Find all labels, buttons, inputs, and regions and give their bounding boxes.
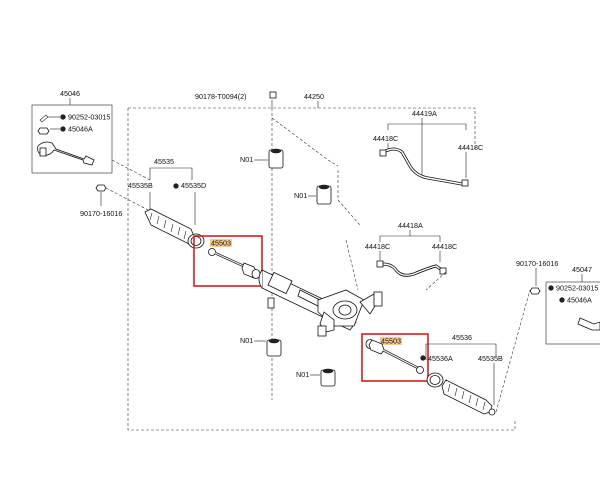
highlight-45503-bottom[interactable]: 45503	[361, 333, 429, 382]
label-45503-top[interactable]: 45503	[211, 239, 231, 248]
boot-left	[144, 208, 196, 246]
tie-rod-end-left-group: 45046 90252-03015 45046A 90170-16016	[31, 89, 151, 218]
highlight-box-bottom[interactable]	[361, 333, 429, 382]
pressure-tube-group: 44419A 44418C 44418C	[373, 109, 483, 187]
label-44418C-d: 44418C	[432, 242, 457, 251]
rack-housing	[258, 269, 383, 337]
label-44418C-a: 44418C	[373, 134, 398, 143]
label-90252-right: 90252-03015	[556, 284, 598, 293]
label-90178: 90178-T0094(2)	[195, 92, 247, 101]
label-45046A-left: 45046A	[68, 125, 93, 134]
bushing-n01-c: N01	[240, 336, 282, 357]
bushing-n01-a: N01	[240, 148, 284, 169]
tie-rod-end-right	[577, 317, 600, 331]
lock-nut-left-icon	[95, 184, 107, 192]
label-90252-left: 90252-03015	[68, 113, 110, 122]
label-n01-a: N01	[240, 155, 253, 164]
label-45535B-right: 45535B	[478, 354, 503, 363]
label-44418C-b: 44418C	[458, 143, 483, 152]
label-44419A: 44419A	[412, 109, 437, 118]
inner-tie-rod-left	[208, 248, 261, 279]
bushing-n01-d: N01	[296, 368, 336, 387]
label-n01-c: N01	[240, 336, 253, 345]
label-44418A: 44418A	[398, 221, 423, 230]
label-90170-right: 90170-16016	[516, 259, 558, 268]
label-45536A: 45536A	[428, 354, 453, 363]
label-45046A-right: 45046A	[567, 296, 592, 305]
label-45535: 45535	[154, 157, 174, 166]
lock-nut-right-icon	[529, 287, 541, 295]
label-45046-left: 45046	[60, 89, 80, 98]
label-45503-bottom[interactable]: 45503	[381, 337, 401, 346]
highlight-box-top[interactable]	[193, 235, 263, 287]
label-n01-d: N01	[296, 370, 309, 379]
label-45536: 45536	[452, 333, 472, 342]
label-45535D: 45535D	[181, 181, 206, 190]
tube-44419A	[383, 147, 463, 186]
label-45047: 45047	[572, 265, 592, 274]
label-44250: 44250	[304, 92, 324, 101]
tie-rod-end-right-group: 90170-16016 45047 90252-03015 45046A	[516, 259, 600, 345]
highlight-45503-top[interactable]: 45503	[193, 235, 263, 287]
label-90170-left: 90170-16016	[80, 209, 122, 218]
label-n01-b: N01	[294, 191, 307, 200]
return-tube-group: 44418A 44418C 44418C	[345, 221, 457, 291]
assembly-frame-top	[128, 107, 476, 150]
label-45535B: 45535B	[128, 181, 153, 190]
bushing-n01-b: N01	[294, 184, 332, 205]
tie-rod-end-box-left	[31, 104, 113, 174]
label-44418C-c: 44418C	[365, 242, 390, 251]
nut-icon	[37, 127, 50, 135]
cotter-pin-icon	[39, 114, 49, 123]
tie-rod-end-box-right	[545, 281, 600, 345]
inner-tie-rod-right	[365, 339, 424, 374]
boot-right-group: 45536 45536A 45535B	[420, 289, 531, 416]
boot-left-group: 45535 45535B 45535D	[128, 157, 206, 249]
steering-gear-assembly: 90178-T0094(2) 44250 N01 N01 N01	[127, 91, 516, 431]
boot-right	[441, 379, 493, 415]
